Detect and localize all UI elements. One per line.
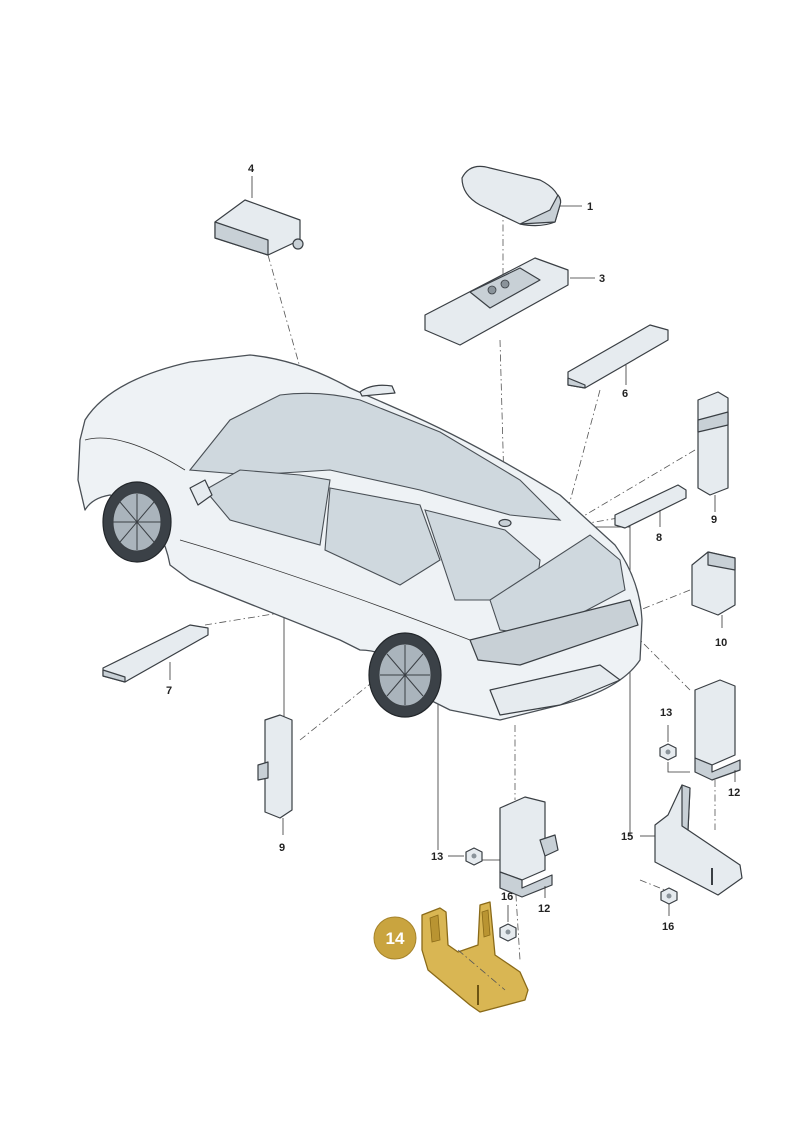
part-13-right-nut: [659, 725, 690, 773]
part-13-mid-nut: [448, 847, 500, 866]
part-9-left-antenna: [257, 714, 293, 835]
label-13-mid: 13: [431, 851, 443, 863]
part-16-right-nut: [660, 887, 678, 916]
part-8-sensor: [614, 484, 687, 529]
part-16-mid-nut: [499, 905, 517, 942]
part-9-right-antenna: [697, 391, 729, 512]
label-1: 1: [587, 201, 593, 213]
label-4: 4: [248, 163, 255, 175]
label-6: 6: [622, 388, 628, 400]
part-12-right-module: [694, 679, 741, 782]
part-10-unit: [691, 551, 736, 628]
label-16-mid: 16: [501, 891, 513, 903]
label-3: 3: [599, 273, 605, 285]
part-4-control-unit: [214, 176, 304, 256]
label-13-right: 13: [660, 707, 672, 719]
label-12-right: 12: [728, 787, 740, 799]
callout-14: 14: [373, 916, 417, 960]
part-1-antenna: [461, 165, 582, 227]
part-6-antenna-bar: [567, 324, 669, 389]
part-12-mid-module: [499, 796, 559, 898]
part-15-bracket: [640, 784, 743, 896]
label-15: 15: [621, 831, 633, 843]
part-7-antenna-bar: [102, 624, 209, 683]
part-3-module: [424, 257, 595, 346]
part-14-bracket-highlighted: [421, 901, 529, 1013]
label-9-right: 9: [711, 514, 717, 526]
label-14: 14: [386, 929, 405, 948]
label-12-mid: 12: [538, 903, 550, 915]
label-16-right: 16: [662, 921, 674, 933]
label-10: 10: [715, 637, 727, 649]
label-7: 7: [166, 685, 172, 697]
label-9-left: 9: [279, 842, 285, 854]
label-8: 8: [656, 532, 662, 544]
car-illustration: [77, 354, 643, 721]
